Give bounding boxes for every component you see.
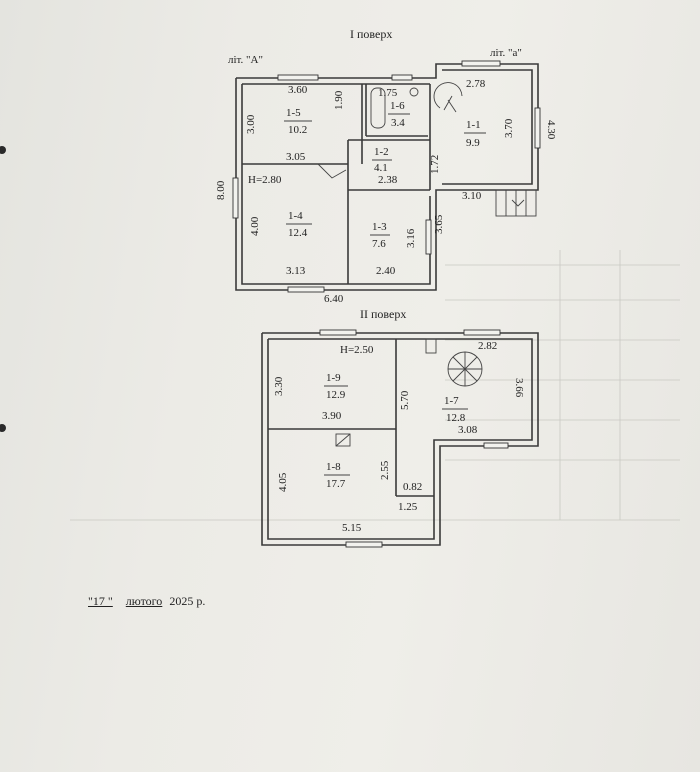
date-day: "17 " (88, 594, 113, 608)
dim-label: 3.13 (286, 265, 306, 277)
floor-2-outer-wall (261, 332, 539, 546)
room-1-2-area: 4.1 (374, 162, 388, 174)
dim-label: 3.70 (503, 118, 515, 138)
window (287, 286, 325, 293)
dim-label: 4.00 (249, 216, 261, 236)
window (425, 219, 432, 255)
date-month: лютого (125, 594, 163, 608)
bleed-through-lines (70, 250, 680, 521)
dim-label: 2.38 (378, 174, 398, 186)
floor-2-inner-wall (267, 338, 533, 540)
dim-label: 5.70 (399, 390, 411, 410)
overall-height-label: 8.00 (215, 180, 227, 200)
room-1-7-area: 12.8 (446, 412, 466, 424)
room-1-4-id: 1-4 (288, 210, 303, 222)
window (319, 329, 357, 336)
floor-1-plan: I поверх літ. "А" літ. "а" (215, 27, 557, 305)
dim-label: 3.66 (513, 378, 525, 398)
dim-label: 3.90 (322, 410, 342, 422)
lit-annex-label: літ. "а" (490, 47, 522, 59)
dim-label: 3.60 (288, 84, 308, 96)
dim-label: H=2.80 (248, 174, 282, 186)
dim-label: 3.00 (245, 114, 257, 134)
dim-label: 1.72 (429, 155, 441, 174)
room-1-3-area: 7.6 (372, 238, 386, 250)
dim-label: 2.78 (466, 78, 486, 90)
room-1-6-id: 1-6 (390, 100, 405, 112)
window (391, 74, 413, 81)
dim-label: 3.30 (273, 376, 285, 396)
door-swing-icon (317, 163, 347, 179)
room-1-8-area: 17.7 (326, 478, 346, 490)
dim-label: 1.90 (333, 90, 345, 110)
dim-label: 3.08 (458, 424, 478, 436)
room-1-1-area: 9.9 (466, 137, 480, 149)
annex-inner-wall (442, 69, 533, 185)
room-1-9-area: 12.9 (326, 389, 346, 401)
sink-icon (409, 87, 419, 97)
window (534, 107, 541, 149)
dim-label: 1.25 (398, 501, 418, 513)
spiral-stair-icon (433, 82, 463, 113)
hatch-icon (335, 433, 351, 447)
room-1-5-area: 10.2 (288, 124, 307, 136)
hatch-diagonal (335, 433, 351, 447)
room-1-1-id: 1-1 (466, 119, 481, 131)
room-1-9-id: 1-9 (326, 372, 341, 384)
dim-label: 5.15 (342, 522, 362, 534)
overall-width-label: 6.40 (324, 293, 344, 305)
room-1-4-area: 12.4 (288, 227, 308, 239)
dim-label: 3.05 (286, 151, 306, 163)
lit-main-label: літ. "А" (228, 54, 263, 66)
floor-1-title: I поверх (350, 27, 392, 41)
dim-label: 0.82 (403, 481, 422, 493)
room-1-5-id: 1-5 (286, 107, 301, 119)
exterior-steps-icon (495, 189, 537, 217)
floor-2-title: II поверх (360, 307, 406, 321)
date-year: 2025 р. (169, 594, 206, 608)
window (461, 60, 501, 67)
dim-label: 2.55 (379, 460, 391, 480)
dim-label: 2.40 (376, 265, 396, 277)
window (463, 329, 501, 336)
window (277, 74, 319, 81)
chimney-icon (425, 338, 437, 354)
room-1-7-id: 1-7 (444, 395, 459, 407)
window (483, 442, 509, 449)
room-1-6-area: 3.4 (391, 117, 405, 129)
dim-label: 3.10 (462, 190, 482, 202)
dim-label: 4.30 (545, 120, 557, 140)
room-1-8-id: 1-8 (326, 461, 341, 473)
floor-2-plan: II поверх 1-9 12.9 1-7 12.8 1-8 17. (261, 307, 539, 548)
room-1-3-id: 1-3 (372, 221, 387, 233)
dim-label: 4.05 (277, 472, 289, 492)
room-1-2-id: 1-2 (374, 146, 389, 158)
punch-hole-mark (0, 424, 6, 432)
dim-label: 2.82 (478, 340, 497, 352)
window (232, 177, 239, 219)
dim-label: 1.75 (378, 87, 398, 99)
punch-hole-mark (0, 146, 6, 154)
document-date: "17 " лютого 2025 р. (88, 594, 205, 609)
height-label: H=2.50 (340, 344, 374, 356)
spiral-stair-icon (447, 351, 483, 387)
dim-label: 3.65 (433, 214, 445, 234)
window (345, 541, 383, 548)
bathtub-icon (370, 87, 386, 129)
dim-label: 3.16 (405, 228, 417, 248)
